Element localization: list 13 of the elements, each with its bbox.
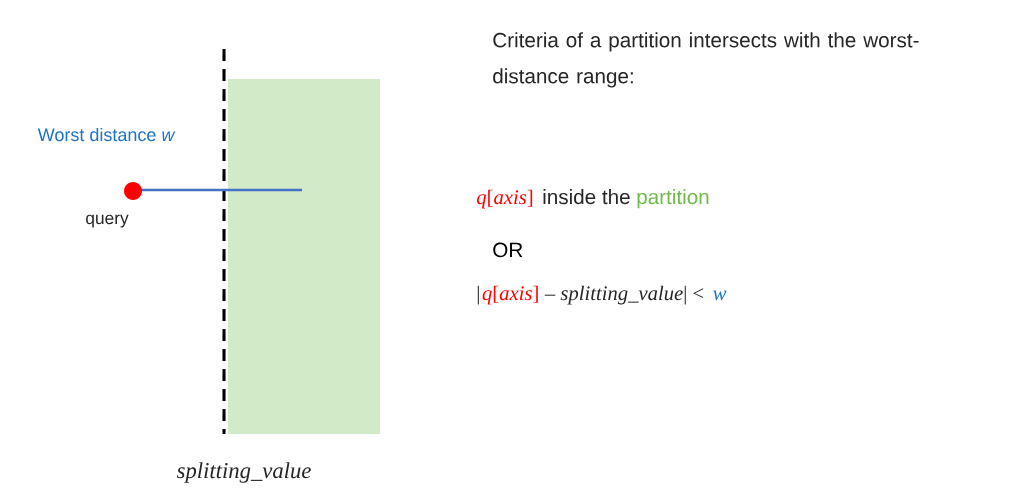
query-point xyxy=(124,182,142,200)
criterion-text: OR xyxy=(493,242,523,258)
heading-text: Criteria of a partition intersects with the worst-distance range: xyxy=(493,32,919,88)
point-label: query xyxy=(86,214,129,228)
formula-text: q[axis] xyxy=(476,189,533,209)
formula-text: w xyxy=(713,290,727,301)
axis-label: splitting_value xyxy=(176,462,311,483)
criterion-text: partition xyxy=(637,189,709,209)
axis-label: Worst distance w xyxy=(37,127,176,142)
formula-text: | xyxy=(477,285,479,305)
formula-text: – splitting_value| < xyxy=(544,285,704,305)
criterion-text: inside the xyxy=(543,189,630,205)
formula-text: q[axis] xyxy=(482,285,538,305)
